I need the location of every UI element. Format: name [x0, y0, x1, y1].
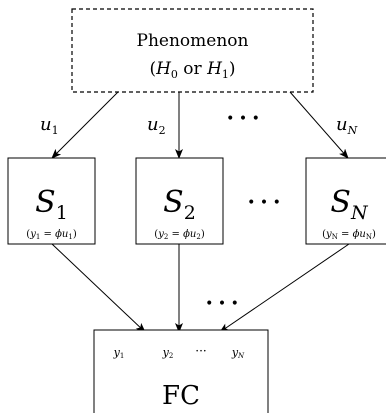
arrow-sN-fc [219, 243, 350, 333]
fc-label: FC [162, 381, 200, 411]
link-label-u1: u1 [40, 114, 59, 137]
dots-lower: • • • [205, 296, 239, 312]
link-label-u2: u2 [147, 114, 166, 137]
fc-input-ellipsis: ··· [195, 344, 206, 358]
phenomenon-box [71, 8, 314, 93]
arrow-u1 [51, 91, 119, 159]
fc-input-y2: y2 [162, 346, 174, 360]
hypothesis-label: (H0 or H1) [149, 59, 235, 81]
fc-input-y1: y1 [113, 346, 125, 360]
arrow-s1-fc [51, 243, 146, 333]
sensor-eq-N: (yN = ϕuN) [322, 229, 376, 241]
fc-input-yN: yN [231, 346, 245, 360]
sensor-eq-2: (y2 = ϕu2) [154, 229, 205, 241]
dots-middle: • • • [247, 195, 281, 211]
dots-top: • • • [226, 111, 260, 127]
fc-box [93, 329, 269, 413]
sensor-box-1 [7, 157, 96, 245]
sensor-box-N [305, 157, 386, 245]
link-label-uN: uN [336, 114, 358, 137]
sensor-label-2: S2 [163, 185, 196, 224]
sensor-eq-1: (y1 = ϕu1) [26, 229, 77, 241]
arrow-uN [289, 91, 349, 159]
phenomenon-title: Phenomenon [137, 31, 249, 51]
sensor-label-1: S1 [35, 185, 68, 224]
sensor-label-N: SN [330, 185, 369, 224]
